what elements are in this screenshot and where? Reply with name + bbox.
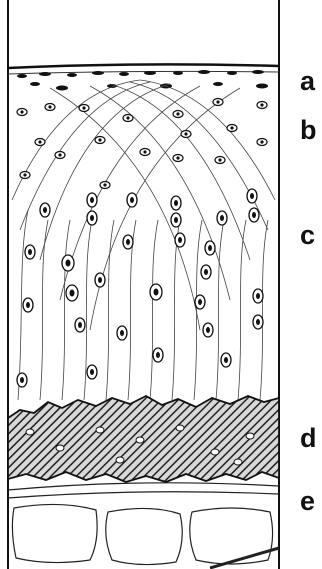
label-a: a bbox=[300, 68, 315, 95]
subchondral-bone bbox=[8, 483, 279, 568]
superficial-zone bbox=[8, 64, 279, 90]
label-d: d bbox=[300, 425, 317, 452]
label-b: b bbox=[300, 117, 317, 144]
transitional-chondrocytes bbox=[17, 99, 267, 189]
calcified-zone bbox=[8, 396, 279, 482]
label-e: e bbox=[300, 488, 315, 515]
label-c: c bbox=[300, 222, 315, 249]
